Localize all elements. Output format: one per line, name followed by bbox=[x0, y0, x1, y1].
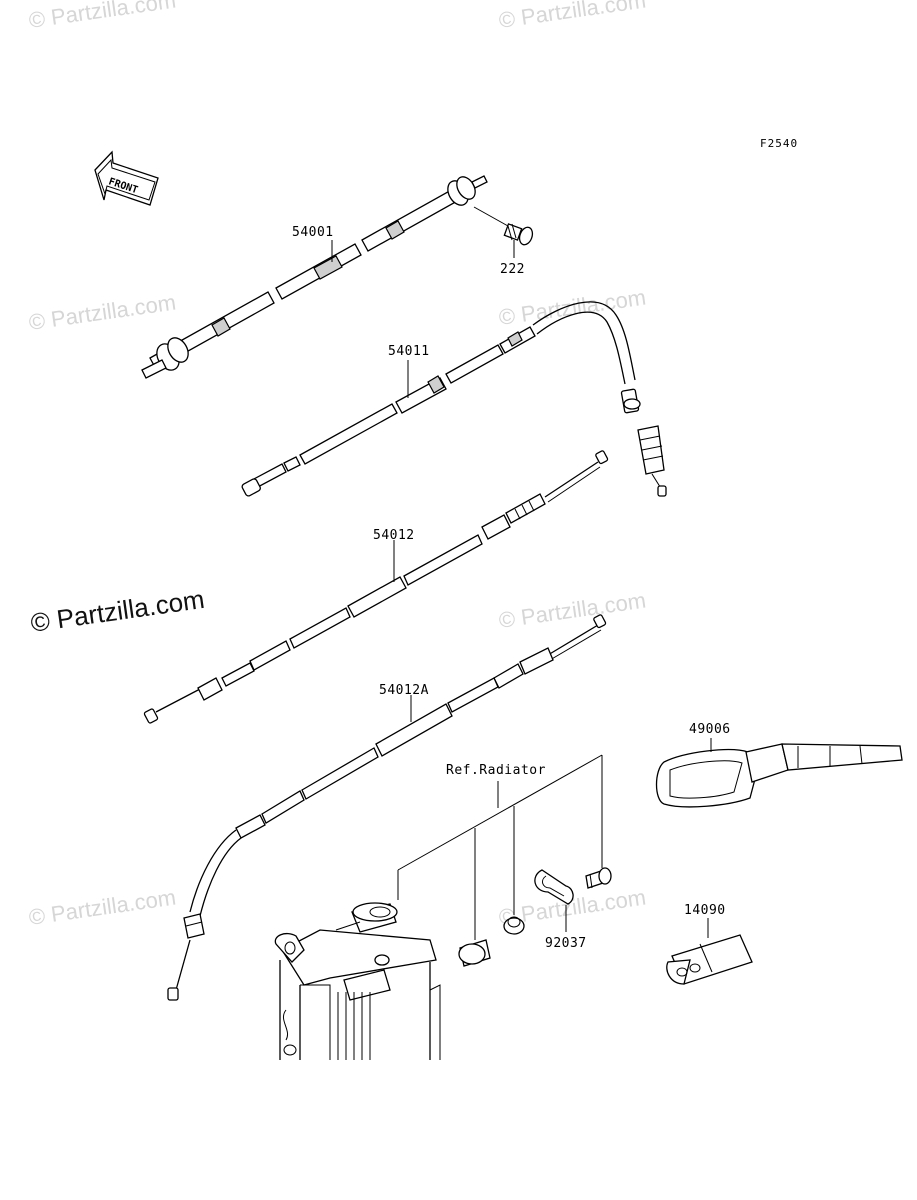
part-label-54011: 54011 bbox=[388, 344, 430, 359]
bolt[interactable] bbox=[585, 867, 612, 889]
clip-92037[interactable] bbox=[534, 869, 574, 905]
figure-code: F2540 bbox=[760, 137, 798, 150]
front-arrow-icon: FRONT bbox=[94, 150, 159, 206]
watermark: © Partzilla.com bbox=[27, 885, 177, 930]
watermark: © Partzilla.com bbox=[497, 588, 647, 633]
radiator bbox=[274, 902, 441, 1060]
part-label-49006: 49006 bbox=[689, 722, 731, 737]
watermark: © Partzilla.com bbox=[27, 0, 177, 33]
ref-radiator-leaders bbox=[397, 754, 603, 940]
watermark: © Partzilla.com bbox=[497, 0, 647, 33]
ref-radiator-label: Ref.Radiator bbox=[446, 763, 546, 778]
cable-54012A[interactable] bbox=[167, 614, 607, 1001]
cable-54001[interactable] bbox=[141, 174, 488, 379]
part-label-54012: 54012 bbox=[373, 528, 415, 543]
part-label-92037: 92037 bbox=[545, 936, 587, 951]
part-label-222: 222 bbox=[500, 262, 525, 277]
part-label-14090: 14090 bbox=[684, 903, 726, 918]
watermark: © Partzilla.com bbox=[497, 285, 647, 330]
watermark-main: © Partzilla.com bbox=[29, 584, 207, 638]
watermarks-faint: © Partzilla.com © Partzilla.com © Partzi… bbox=[27, 0, 647, 930]
boot-49006[interactable] bbox=[655, 743, 903, 808]
part-label-54012A: 54012A bbox=[379, 683, 429, 698]
cable-54012[interactable] bbox=[143, 450, 609, 724]
watermark: © Partzilla.com bbox=[27, 290, 177, 335]
collar[interactable] bbox=[503, 916, 525, 935]
cover-14090[interactable] bbox=[666, 934, 753, 985]
cable-54011[interactable] bbox=[241, 301, 667, 497]
grommet[interactable] bbox=[458, 939, 491, 967]
screw-222[interactable] bbox=[503, 223, 534, 247]
part-label-54001: 54001 bbox=[292, 225, 334, 240]
